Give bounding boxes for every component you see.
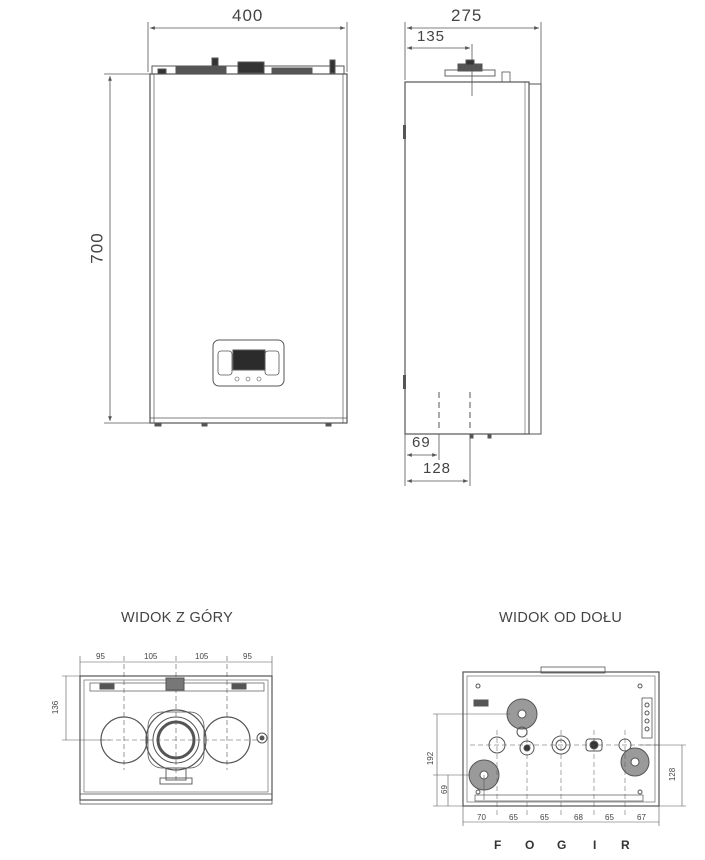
bottom-view-dim-6: 67	[637, 813, 646, 822]
connection-label-r: R	[621, 838, 630, 852]
bottom-view-dim-2: 65	[509, 813, 518, 822]
side-bottom-dimension-a: 69	[412, 434, 431, 451]
side-depth-dimension: 275	[451, 6, 483, 25]
bottom-view-dim-4: 68	[574, 813, 583, 822]
bottom-view-right-dimension: 128	[668, 767, 678, 782]
connection-label-o: O	[525, 838, 535, 852]
bottom-view-title: WIDOK OD DOŁU	[499, 610, 623, 626]
side-top-offset-dimension: 135	[417, 28, 446, 45]
connection-label-i: I	[593, 838, 597, 852]
side-bottom-dimension-b: 128	[423, 460, 452, 477]
front-height-dimension: 700	[87, 232, 107, 264]
top-view-dim-3: 105	[195, 652, 209, 661]
top-view-dim-2: 105	[144, 652, 158, 661]
top-view-title: WIDOK Z GÓRY	[121, 610, 234, 626]
bottom-view-dim-5: 65	[605, 813, 614, 822]
connection-label-f: F	[494, 838, 502, 852]
front-width-dimension: 400	[232, 6, 264, 25]
bottom-view	[433, 666, 686, 826]
bottom-view-left-dimension-b: 69	[439, 785, 449, 794]
bottom-view-dim-1: 70	[477, 813, 486, 822]
bottom-view-left-dimension-a: 192	[426, 751, 436, 766]
connection-label-g: G	[557, 838, 567, 852]
top-view-dim-4: 95	[243, 652, 252, 661]
top-view	[62, 656, 273, 805]
top-view-depth-dimension: 136	[51, 700, 61, 715]
front-view	[104, 22, 348, 427]
side-view	[403, 22, 542, 486]
top-view-dim-1: 95	[96, 652, 105, 661]
bottom-view-dim-3: 65	[540, 813, 549, 822]
